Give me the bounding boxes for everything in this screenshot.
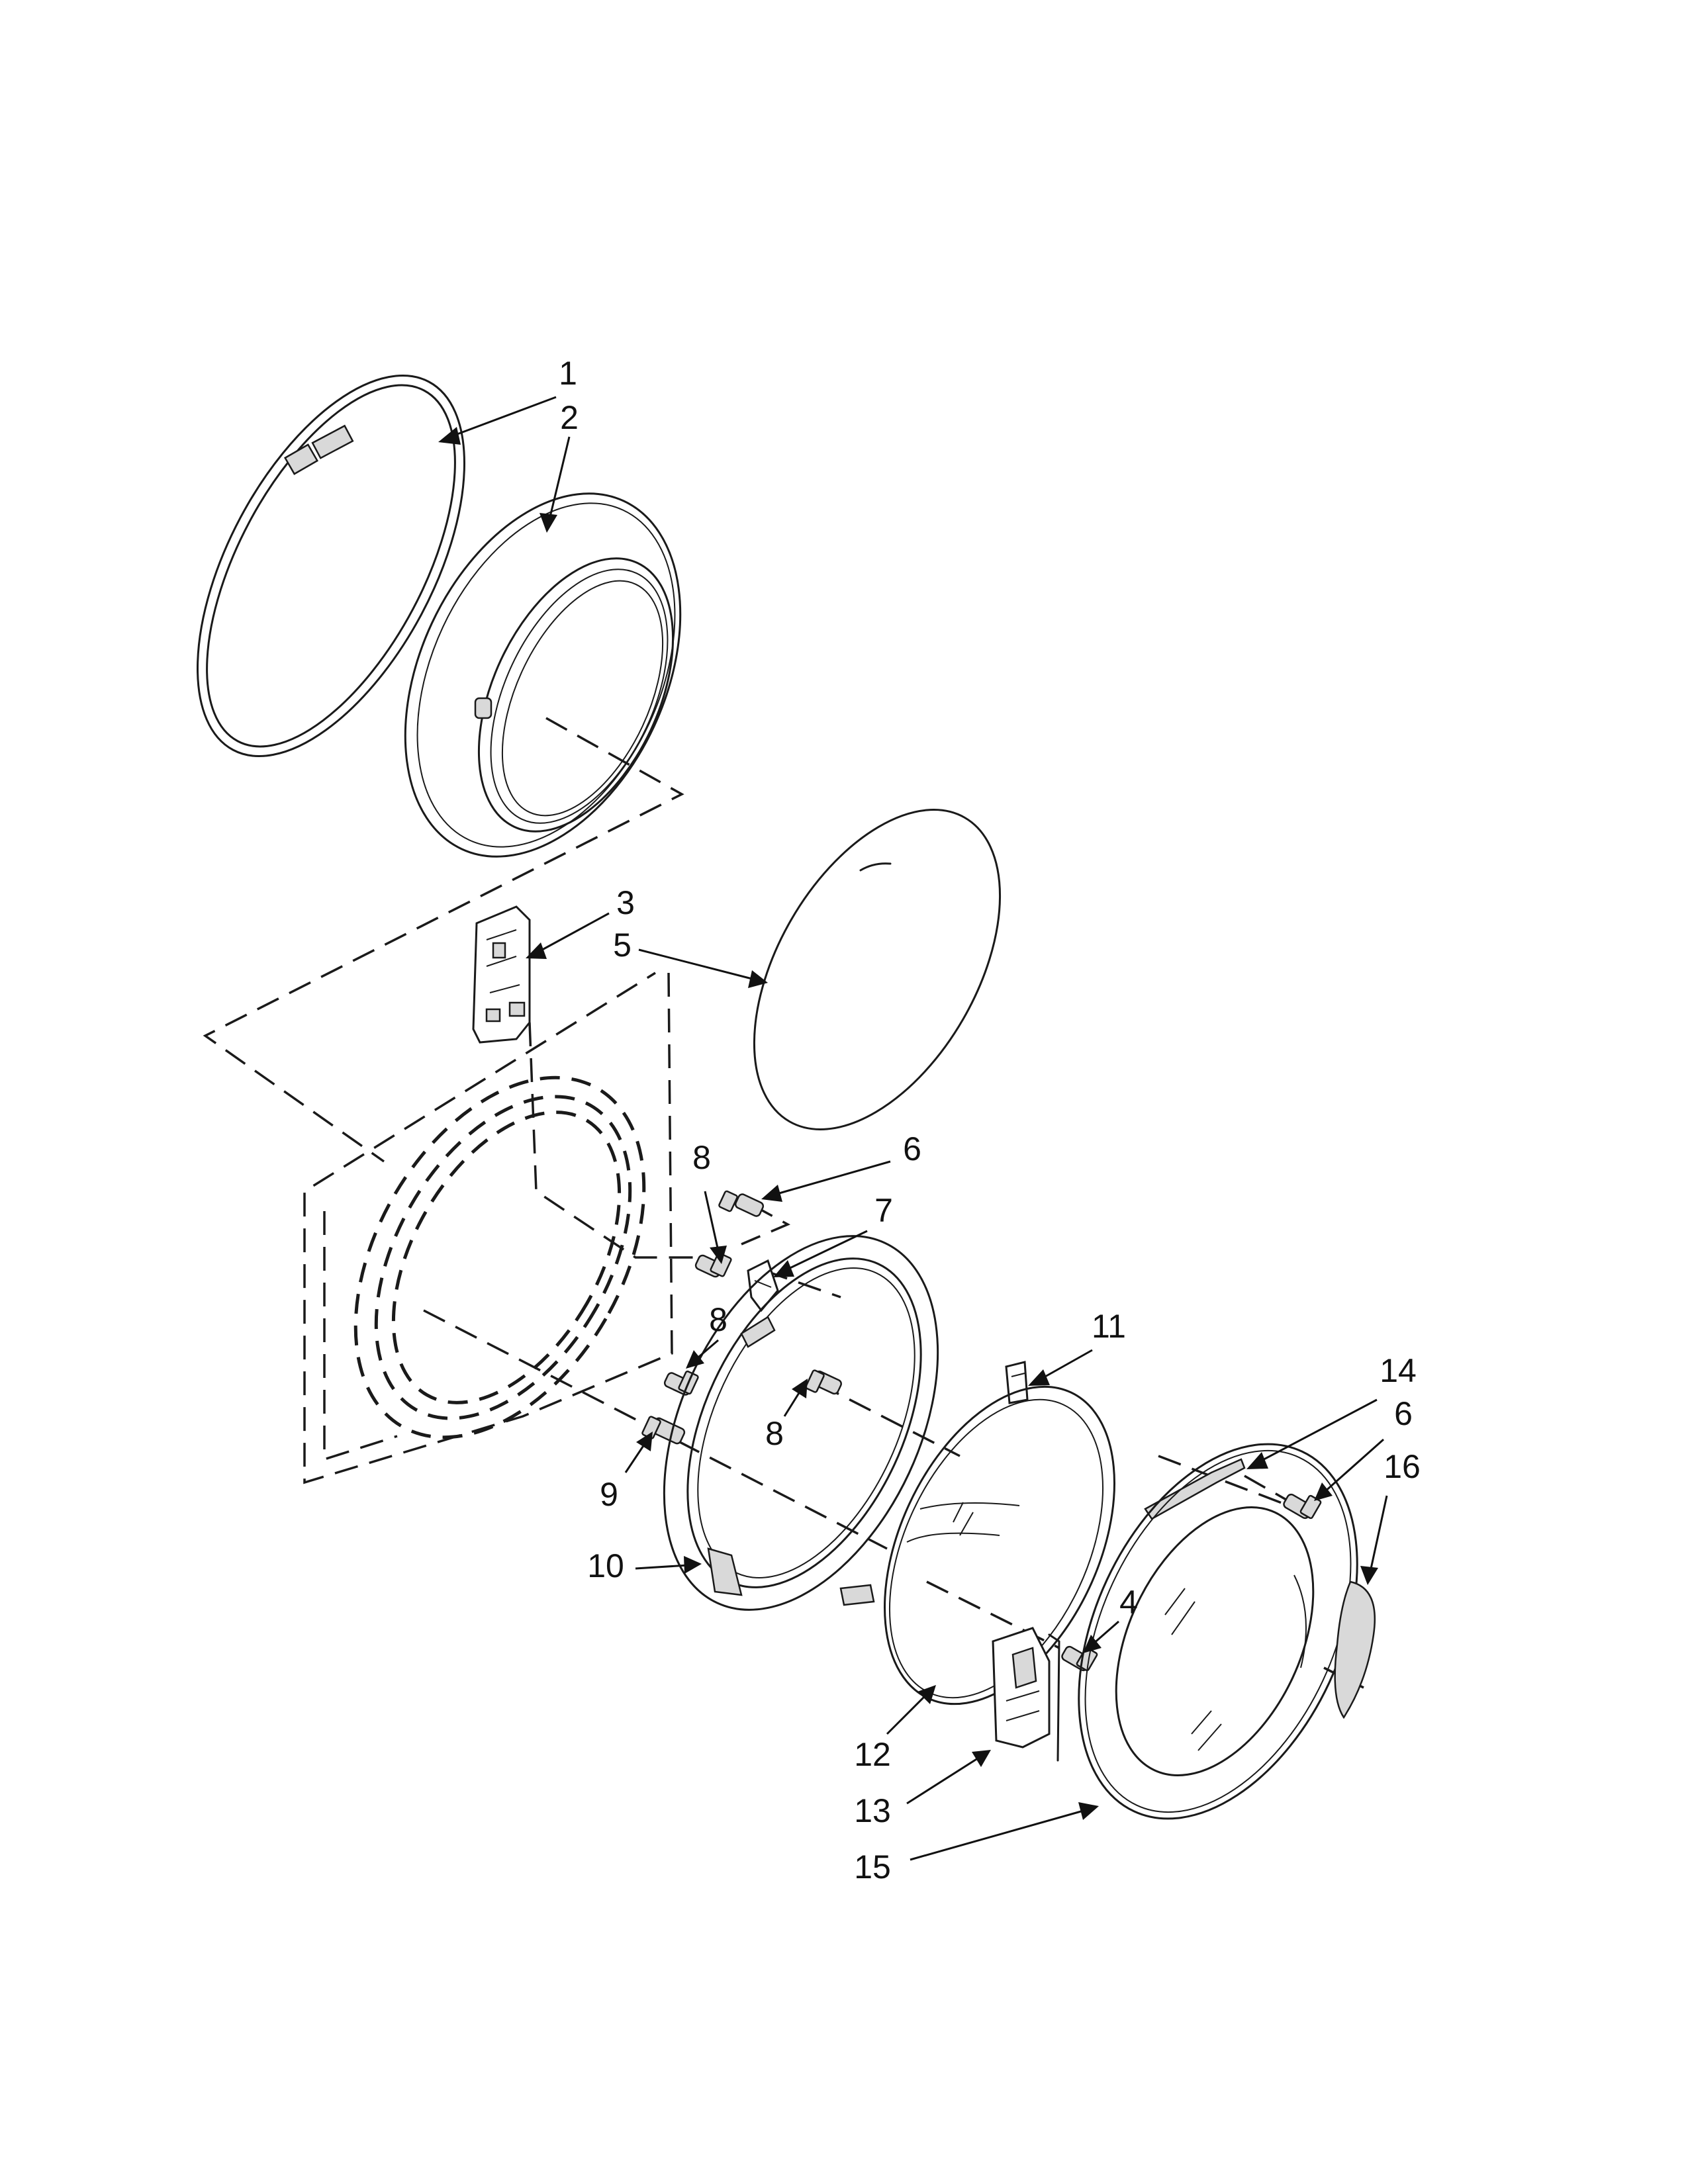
callout-1: 1 — [559, 355, 577, 392]
part-3-door-lock — [472, 905, 531, 1044]
callout-5: 5 — [613, 927, 632, 964]
callout-15: 15 — [854, 1848, 891, 1886]
part-5-spring-wire — [753, 809, 1002, 1130]
screw-8-mid-right — [805, 1369, 842, 1395]
callout-4: 4 — [1119, 1584, 1138, 1621]
callout-7: 7 — [874, 1192, 893, 1229]
alignment-lines — [203, 717, 1364, 1689]
callout-16: 16 — [1383, 1448, 1421, 1485]
part-1-clamp-band — [197, 375, 465, 757]
part-16-handle-cover — [1334, 1580, 1376, 1719]
callout-6-lower: 6 — [1394, 1395, 1413, 1432]
screw-6-upper — [718, 1190, 765, 1217]
screw-9 — [641, 1416, 686, 1445]
callout-14: 14 — [1380, 1352, 1417, 1389]
callout-2: 2 — [560, 399, 579, 436]
callout-11: 11 — [1092, 1308, 1126, 1345]
part-15-outer-door — [1078, 1443, 1358, 1820]
callout-8-lower: 8 — [765, 1415, 784, 1452]
callout-8-mid: 8 — [709, 1301, 727, 1338]
screw-8-upper — [694, 1252, 732, 1278]
screw-6-lower — [1283, 1493, 1322, 1520]
callout-10: 10 — [587, 1547, 624, 1584]
callout-6-upper: 6 — [903, 1130, 921, 1167]
part-13-door-handle-hinge — [992, 1627, 1060, 1762]
callout-13: 13 — [854, 1792, 891, 1829]
leader-lines — [438, 396, 1388, 1861]
callout-labels: 1 2 3 5 8 6 7 8 11 14 6 16 8 9 10 4 12 1… — [559, 355, 1421, 1886]
part-10-inner-door-frame — [663, 1235, 939, 1611]
front-panel-outline — [303, 972, 673, 1484]
screw-8-mid-left — [663, 1370, 699, 1396]
hardware-screws — [641, 1190, 1322, 1672]
callout-8-upper: 8 — [692, 1139, 711, 1176]
callout-9: 9 — [600, 1476, 618, 1513]
part-2-door-bellow — [404, 492, 682, 858]
callout-12: 12 — [854, 1736, 891, 1773]
part-11-hinge-clip — [1005, 1361, 1029, 1404]
callout-3: 3 — [616, 884, 635, 921]
